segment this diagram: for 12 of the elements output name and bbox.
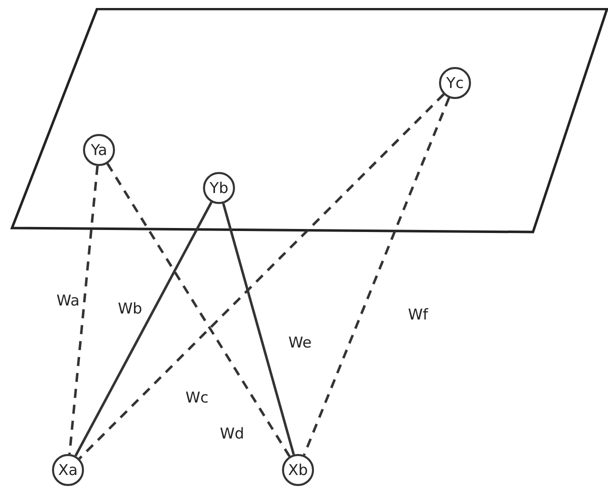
dashed-line bbox=[68, 166, 99, 454]
weight-label: Wd bbox=[218, 426, 246, 442]
weight-label: Wb bbox=[116, 302, 144, 316]
weight-label: Wa bbox=[55, 294, 81, 308]
weight-label: Wf bbox=[406, 308, 430, 322]
weight-label: We bbox=[287, 336, 313, 350]
solid-line bbox=[74, 202, 213, 456]
dashed-line bbox=[302, 97, 450, 456]
dashed-line bbox=[78, 93, 445, 460]
weight-label: Wc bbox=[184, 390, 210, 406]
dashed-line bbox=[106, 162, 291, 458]
solid-line bbox=[222, 203, 295, 455]
